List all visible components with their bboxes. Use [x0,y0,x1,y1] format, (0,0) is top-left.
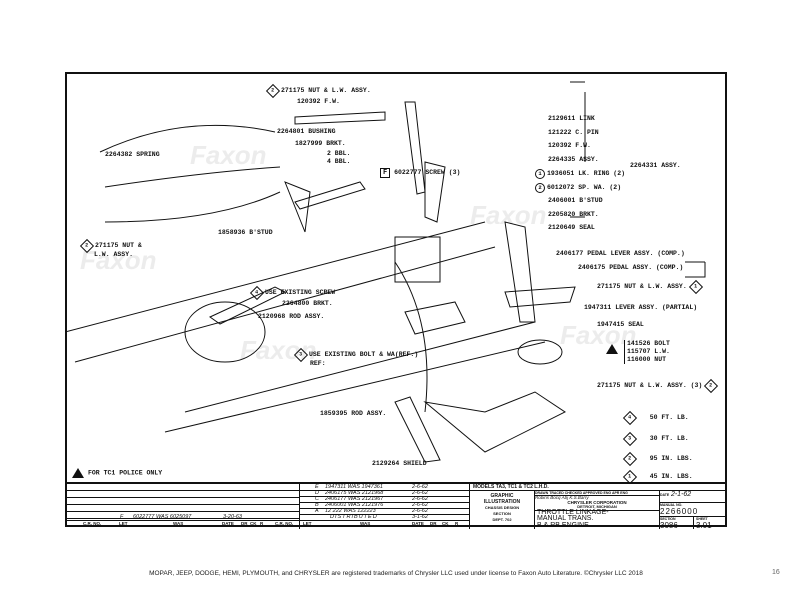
label-brkt-2205820: 2205820 BRKT. [548,211,599,218]
diamond-symbol-icon: 1 [688,279,703,295]
label-bushing: 2264801 BUSHING [277,128,336,135]
label-pedal-lever: 2406177 PEDAL LEVER ASSY. (COMP.) [556,250,685,257]
watermark-logo: Faxon [190,140,267,170]
label-2bbl: 2 BBL. [327,150,351,157]
label-assy-2264335: 2264335 ASSY. [548,156,599,163]
watermark-logo: Faxon [470,200,547,230]
trademark-footer: MOPAR, JEEP, DODGE, HEMI, PLYMOUTH, and … [149,570,643,577]
diamond-symbol-icon: 2 [704,378,719,394]
diamond-symbol-icon: 2 [265,83,281,99]
diamond-symbol-icon: 4 [249,285,265,301]
watermark-logo: Faxon [80,245,157,275]
label-link: 2129611 LINK [548,115,595,122]
circle-symbol-icon: 2 [535,183,545,193]
label-bstud-left: 1858936 B'STUD [218,229,273,236]
watermark-logo: Faxon [240,335,317,365]
label-rod-2120968: 2120968 ROD ASSY. [258,313,325,320]
triangle-note-icon [72,468,84,478]
label-fw: 120392 F.W. [548,142,591,149]
label-cpin: 121222 C. PIN [548,129,599,136]
torque-item: 1 45 IN. LBS. [622,469,693,485]
drawing-title: THROTTLE LINKAGE-MANUAL TRANS.B & RB ENG… [537,508,609,529]
label-seal-2120649: 2120649 SEAL [548,224,595,231]
torque-item: 3 30 FT. LB. [622,431,689,447]
police-note: FOR TC1 POLICE ONLY [72,468,162,478]
diamond-symbol-icon: 2 [79,238,95,254]
label-nut-mid: 271175 NUT & L.W. ASSY. 1 [597,279,704,295]
label-brkt-1827999: 1827999 BRKT. [295,140,346,147]
label-4bbl: 4 BBL. [327,158,351,165]
torque-item: 4 50 FT. LB. [622,410,689,426]
label-fw-top: 120392 F.W. [297,98,340,105]
label-pedal-assy: 2406175 PEDAL ASSY. (COMP.) [578,264,684,271]
label-shield: 2129264 SHIELD [372,460,427,467]
label-lever-partial: 1947311 LEVER ASSY. (PARTIAL) [584,304,698,311]
label-seal-1947415: 1947415 SEAL [597,321,644,328]
label-brkt-2264800: 2264800 BRKT. [282,300,333,307]
models-line: MODELS TA3, TC1 & TC2 L.H.D. [473,484,549,490]
circle-symbol-icon: 1 [535,169,545,179]
torque-item: 2 95 IN. LBS. [622,451,693,467]
label-bstud: 2406001 B'STUD [548,197,603,204]
label-assy-2264331: 2264331 ASSY. [630,162,681,169]
revision-f-box: F [380,168,391,178]
diamond-symbol-icon: 3 [293,347,309,363]
page-number: 16 [772,569,780,576]
drawing-frame [65,72,727,527]
label-screw: F 6022777 SCREW (3) [380,168,460,178]
manual-number: 2266000 [660,507,699,516]
watermark-logo: Faxon [560,320,637,350]
linkage-illustration [65,81,706,463]
triangle-note-icon [606,344,622,354]
label-nut-low: 271175 NUT & L.W. ASSY. (3) 2 [597,378,719,394]
label-rod-1859395: 1859395 ROD ASSY. [320,410,387,417]
company-block: DRAWN TRACED CHECKED APPROVED ENG APR EN… [535,490,660,529]
label-spring: 2264382 SPRING [105,151,160,158]
